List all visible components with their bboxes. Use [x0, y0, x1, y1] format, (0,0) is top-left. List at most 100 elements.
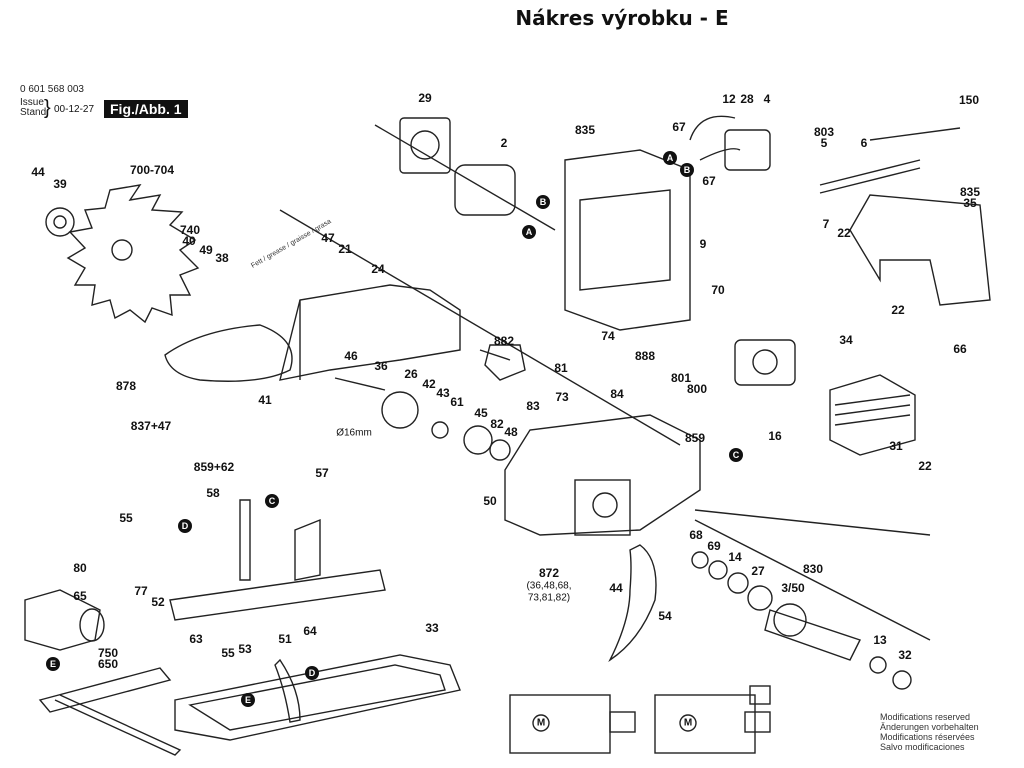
- connector-mark-b: B: [536, 195, 550, 209]
- part-label-64: 64: [303, 624, 317, 638]
- part-label-22c: 22: [918, 459, 932, 473]
- grease-tube-text: Fett / grease / graisse / grasa: [250, 218, 332, 270]
- part-label-84: 84: [610, 387, 624, 401]
- part-label-32: 32: [898, 648, 912, 662]
- part-label-48: 48: [504, 425, 518, 439]
- part-number: 0 601 568 003: [20, 84, 84, 95]
- part-label-39: 39: [53, 177, 67, 191]
- part-label-800: 800: [686, 382, 708, 396]
- part-label-35: 35: [963, 196, 977, 210]
- connector-mark-c: C: [729, 448, 743, 462]
- part-label-872: 872: [538, 566, 560, 580]
- part-label-5: 5: [820, 136, 828, 150]
- part-label-830: 830: [802, 562, 824, 576]
- part-label-38: 38: [215, 251, 229, 265]
- part-label-73: 73: [555, 390, 569, 404]
- part-label-12: 12: [722, 92, 736, 106]
- part-label-74: 74: [601, 329, 615, 343]
- part-label-27: 27: [751, 564, 765, 578]
- brace-icon: }: [44, 97, 51, 119]
- connector-mark-d: D: [178, 519, 192, 533]
- part-label-54: 54: [658, 609, 672, 623]
- part-label-83: 83: [526, 399, 540, 413]
- part-label-835a: 835: [574, 123, 596, 137]
- issue-date: 00-12-27: [54, 104, 95, 115]
- motor-symbol: M: [683, 717, 693, 729]
- part-label-888: 888: [634, 349, 656, 363]
- part-label-36: 36: [374, 359, 388, 373]
- part-label-52: 52: [151, 595, 165, 609]
- part-label-29: 29: [418, 91, 432, 105]
- diameter-note: Ø16mm: [336, 427, 372, 439]
- part-label-6: 6: [860, 136, 868, 150]
- part-label-65: 65: [73, 589, 87, 603]
- part-label-740: 740: [179, 223, 201, 237]
- part-label-4: 4: [763, 92, 771, 106]
- part-sublabel: 73,81,82): [527, 592, 571, 604]
- part-label-55a: 55: [119, 511, 133, 525]
- part-label-801: 801: [670, 371, 692, 385]
- part-label-878: 878: [115, 379, 137, 393]
- part-label-55b: 55: [221, 646, 235, 660]
- part-label-803: 803: [813, 125, 835, 139]
- part-label-22b: 22: [891, 303, 905, 317]
- connector-mark-c: C: [265, 494, 279, 508]
- saw-blade-shape: [66, 184, 200, 324]
- issue-stand-labels: Issue Stand: [20, 98, 46, 118]
- part-label-28: 28: [740, 92, 754, 106]
- part-label-31: 31: [889, 439, 903, 453]
- connector-mark-d: D: [305, 666, 319, 680]
- note-line: Modifications reserved: [880, 712, 971, 722]
- part-label-67b: 67: [702, 174, 716, 188]
- part-label-750: 750: [97, 646, 119, 660]
- part-label-61: 61: [450, 395, 464, 409]
- part-label-47: 47: [321, 231, 335, 245]
- part-label-837-47: 837+47: [130, 419, 172, 433]
- part-label-22a: 22: [837, 226, 851, 240]
- part-label-24: 24: [371, 262, 385, 276]
- part-label-57: 57: [315, 466, 329, 480]
- part-label-13: 13: [873, 633, 887, 647]
- part-label-69: 69: [707, 539, 721, 553]
- part-label-51: 51: [278, 632, 292, 646]
- note-line: Salvo modificaciones: [880, 742, 965, 752]
- part-label-34: 34: [839, 333, 853, 347]
- part-label-26: 26: [404, 367, 418, 381]
- part-label-58: 58: [206, 486, 220, 500]
- part-label-43: 43: [436, 386, 450, 400]
- part-label-49: 49: [199, 243, 213, 257]
- part-label-45: 45: [474, 406, 488, 420]
- connector-mark-e: E: [46, 657, 60, 671]
- figure-label: Fig./Abb. 1: [104, 100, 188, 118]
- part-label-700-704: 700-704: [129, 163, 175, 177]
- part-label-150: 150: [958, 93, 980, 107]
- part-label-44b: 44: [609, 581, 623, 595]
- connector-mark-a: A: [522, 225, 536, 239]
- part-sublabel: (36,48,68,: [526, 580, 572, 592]
- part-label-650: 650: [97, 657, 119, 671]
- part-label-53: 53: [238, 642, 252, 656]
- part-label-63: 63: [189, 632, 203, 646]
- part-label-46: 46: [344, 349, 358, 363]
- connector-mark-a: A: [663, 151, 677, 165]
- part-label-9: 9: [699, 237, 707, 251]
- part-label-40: 40: [182, 234, 196, 248]
- page-title: Nákres výrobku - E: [515, 6, 729, 30]
- part-label-68: 68: [689, 528, 703, 542]
- part-label-67a: 67: [672, 120, 686, 134]
- motor-symbol: M: [536, 717, 546, 729]
- part-label-42: 42: [422, 377, 436, 391]
- stand-label: Stand: [20, 107, 47, 118]
- part-label-859-62: 859+62: [193, 460, 235, 474]
- part-label-859a: 859: [684, 431, 706, 445]
- part-label-7: 7: [822, 217, 830, 231]
- connector-mark-b: B: [680, 163, 694, 177]
- part-label-44a: 44: [31, 165, 45, 179]
- part-label-66: 66: [953, 342, 967, 356]
- part-label-82: 82: [490, 417, 504, 431]
- part-label-882: 882: [493, 334, 515, 348]
- part-label-70: 70: [711, 283, 725, 297]
- part-label-81: 81: [554, 361, 568, 375]
- issue-label: Issue: [20, 97, 44, 108]
